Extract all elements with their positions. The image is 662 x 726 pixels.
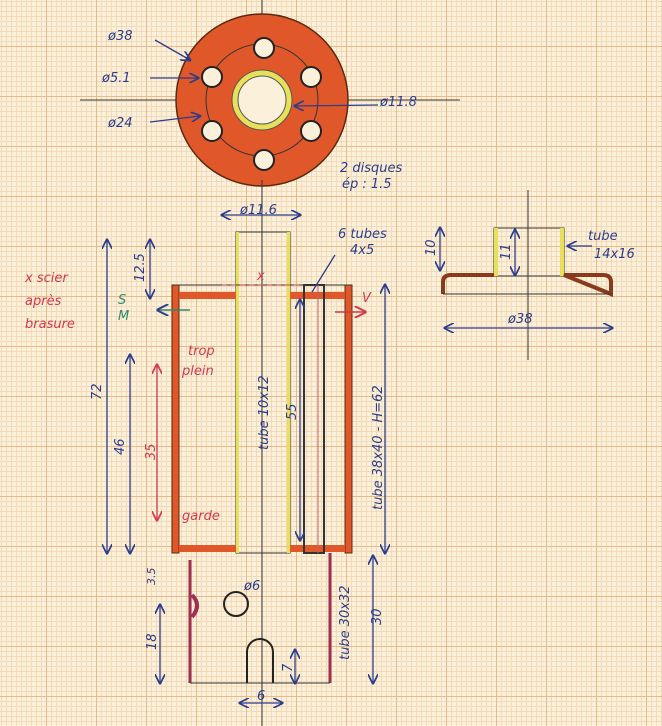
note-thickness: ép : 1.5: [342, 177, 392, 192]
dim-11: 11: [499, 243, 514, 260]
label-small-tubes: 6 tubes: [338, 227, 387, 242]
label-bore-dia: ø11.8: [379, 95, 417, 110]
dim-3-5: 3.5: [145, 568, 158, 586]
note-brazing: brasure: [25, 317, 75, 332]
label-top-tube-dia: ø11.6: [239, 203, 277, 218]
label-flange-dia: ø38: [507, 312, 533, 327]
label-pitch-dia: ø24: [107, 116, 133, 131]
dim-10: 10: [424, 239, 439, 256]
dim-46: 46: [113, 438, 128, 455]
label-guard: garde: [182, 509, 220, 524]
label-overflow-2: plein: [181, 364, 214, 379]
side-view: [440, 190, 612, 360]
label-s: S: [118, 293, 126, 308]
note-after: après: [25, 294, 62, 309]
label-m: M: [118, 309, 129, 324]
label-side-tube: tube: [588, 229, 618, 244]
label-hole-dia: ø5.1: [101, 71, 131, 86]
dim-12-5: 12.5: [133, 253, 148, 282]
label-small-tubes-size: 4x5: [350, 243, 374, 258]
label-hole-6: ø6: [243, 579, 260, 594]
dim-18: 18: [145, 633, 160, 650]
saw-marker: x: [256, 269, 265, 284]
label-side-tube-size: 14x16: [594, 247, 635, 262]
note-discs: 2 disques: [340, 161, 403, 176]
label-v: V: [362, 291, 372, 306]
note-saw: x scier: [24, 271, 69, 286]
label-overflow: trop: [188, 344, 215, 359]
disc-top-view: [80, 0, 460, 215]
dim-72: 72: [90, 383, 105, 400]
label-center-tube: tube 10x12: [257, 376, 272, 451]
label-outer-dia: ø38: [107, 29, 133, 44]
dim-35: 35: [144, 443, 159, 460]
dim-7: 7: [281, 663, 296, 672]
section-view: [107, 180, 385, 726]
dim-30: 30: [370, 608, 385, 625]
label-outer-tube: tube 38x40 - H=62: [371, 385, 386, 510]
label-lower-tube: tube 30x32: [338, 586, 353, 661]
dim-55: 55: [285, 403, 300, 420]
dim-6: 6: [257, 689, 265, 704]
